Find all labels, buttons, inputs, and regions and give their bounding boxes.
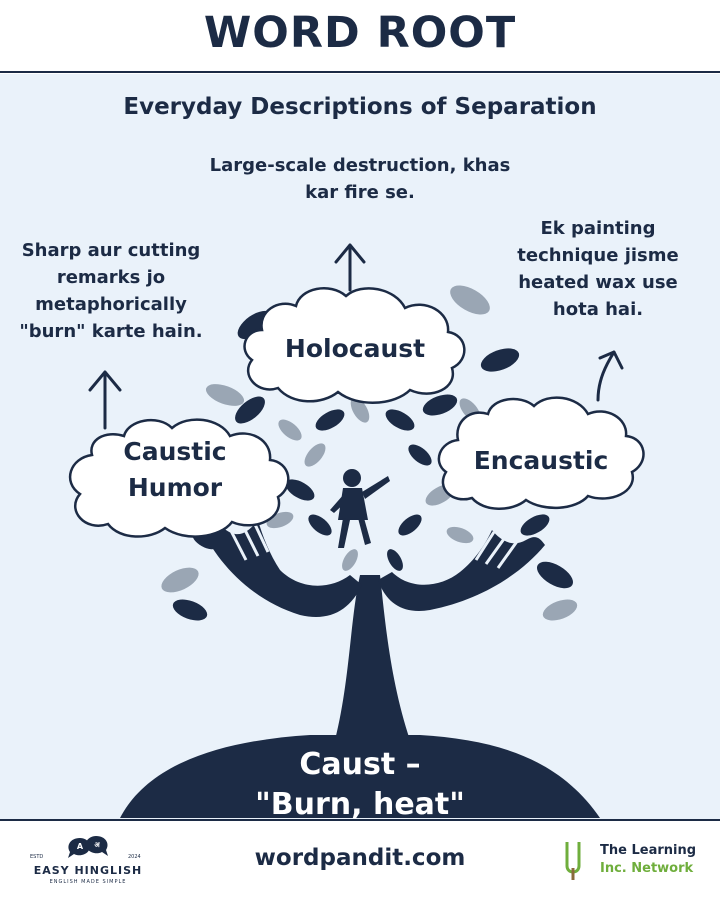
child-silhouette-icon	[330, 469, 390, 548]
logo-line: The Learning	[600, 843, 697, 858]
easy-hinglish-logo-icon: A अ	[68, 836, 108, 858]
arrow-caustic	[88, 370, 122, 430]
word-line: Caustic	[123, 437, 227, 466]
learning-network-name: The Learning Inc. Network	[600, 842, 696, 878]
left-hand-icon	[200, 520, 362, 617]
header: WORD ROOT	[0, 0, 720, 72]
word-encaustic: Encaustic	[473, 446, 609, 475]
arrow-holocaust	[334, 243, 366, 292]
page-title: WORD ROOT	[203, 8, 517, 58]
description-line: "burn" karte hain.	[19, 321, 203, 342]
footer	[0, 821, 720, 899]
description-line: heated wax use	[518, 272, 678, 293]
description-encaustic: Ek painting technique jisme heated wax u…	[498, 215, 698, 323]
description-line: Ek painting	[540, 218, 656, 239]
cloud-encaustic	[437, 396, 645, 510]
description-line: Sharp aur cutting	[21, 240, 201, 261]
learning-network-logo-icon	[565, 842, 581, 880]
description-line: remarks jo	[56, 267, 166, 288]
description-holocaust: Large-scale destruction, khas kar fire s…	[190, 152, 530, 206]
description-line: technique jisme	[517, 245, 679, 266]
footer-divider	[0, 819, 720, 821]
root-meaning: "Burn, heat"	[255, 787, 465, 822]
right-hand-icon	[378, 530, 545, 611]
arrow-encaustic	[596, 350, 624, 402]
root-word: Caust –	[299, 747, 421, 782]
website-link[interactable]: wordpandit.com	[254, 845, 466, 871]
description-line: metaphorically	[35, 294, 187, 315]
word-caustic-humor: Caustic Humor	[80, 434, 270, 506]
logo-estd: ESTD	[30, 854, 44, 860]
description-line: kar fire se.	[305, 182, 415, 203]
logo-name: EASY HINGLISH	[33, 864, 143, 877]
arrows	[88, 243, 624, 430]
description-caustic: Sharp aur cutting remarks jo metaphorica…	[6, 237, 216, 345]
badge-a: A	[77, 842, 84, 851]
logo-line: Inc. Network	[600, 861, 694, 876]
leaves	[161, 285, 578, 621]
header-divider	[0, 71, 720, 73]
word-holocaust: Holocaust	[284, 334, 426, 363]
logo-tagline: ENGLISH MADE SIMPLE	[49, 879, 127, 885]
description-line: Large-scale destruction, khas	[209, 155, 511, 176]
word-line: Humor	[127, 473, 223, 502]
logo-year: 2024	[128, 854, 141, 860]
cloud-caustic	[68, 418, 290, 538]
root-label: Caust – "Burn, heat"	[180, 745, 540, 825]
tree-trunk	[335, 575, 410, 740]
description-line: hota hai.	[552, 299, 644, 320]
badge-b: अ	[94, 841, 100, 849]
cloud-holocaust	[243, 287, 466, 404]
root-mound	[120, 735, 600, 818]
diagram-subtitle: Everyday Descriptions of Separation	[123, 94, 597, 120]
